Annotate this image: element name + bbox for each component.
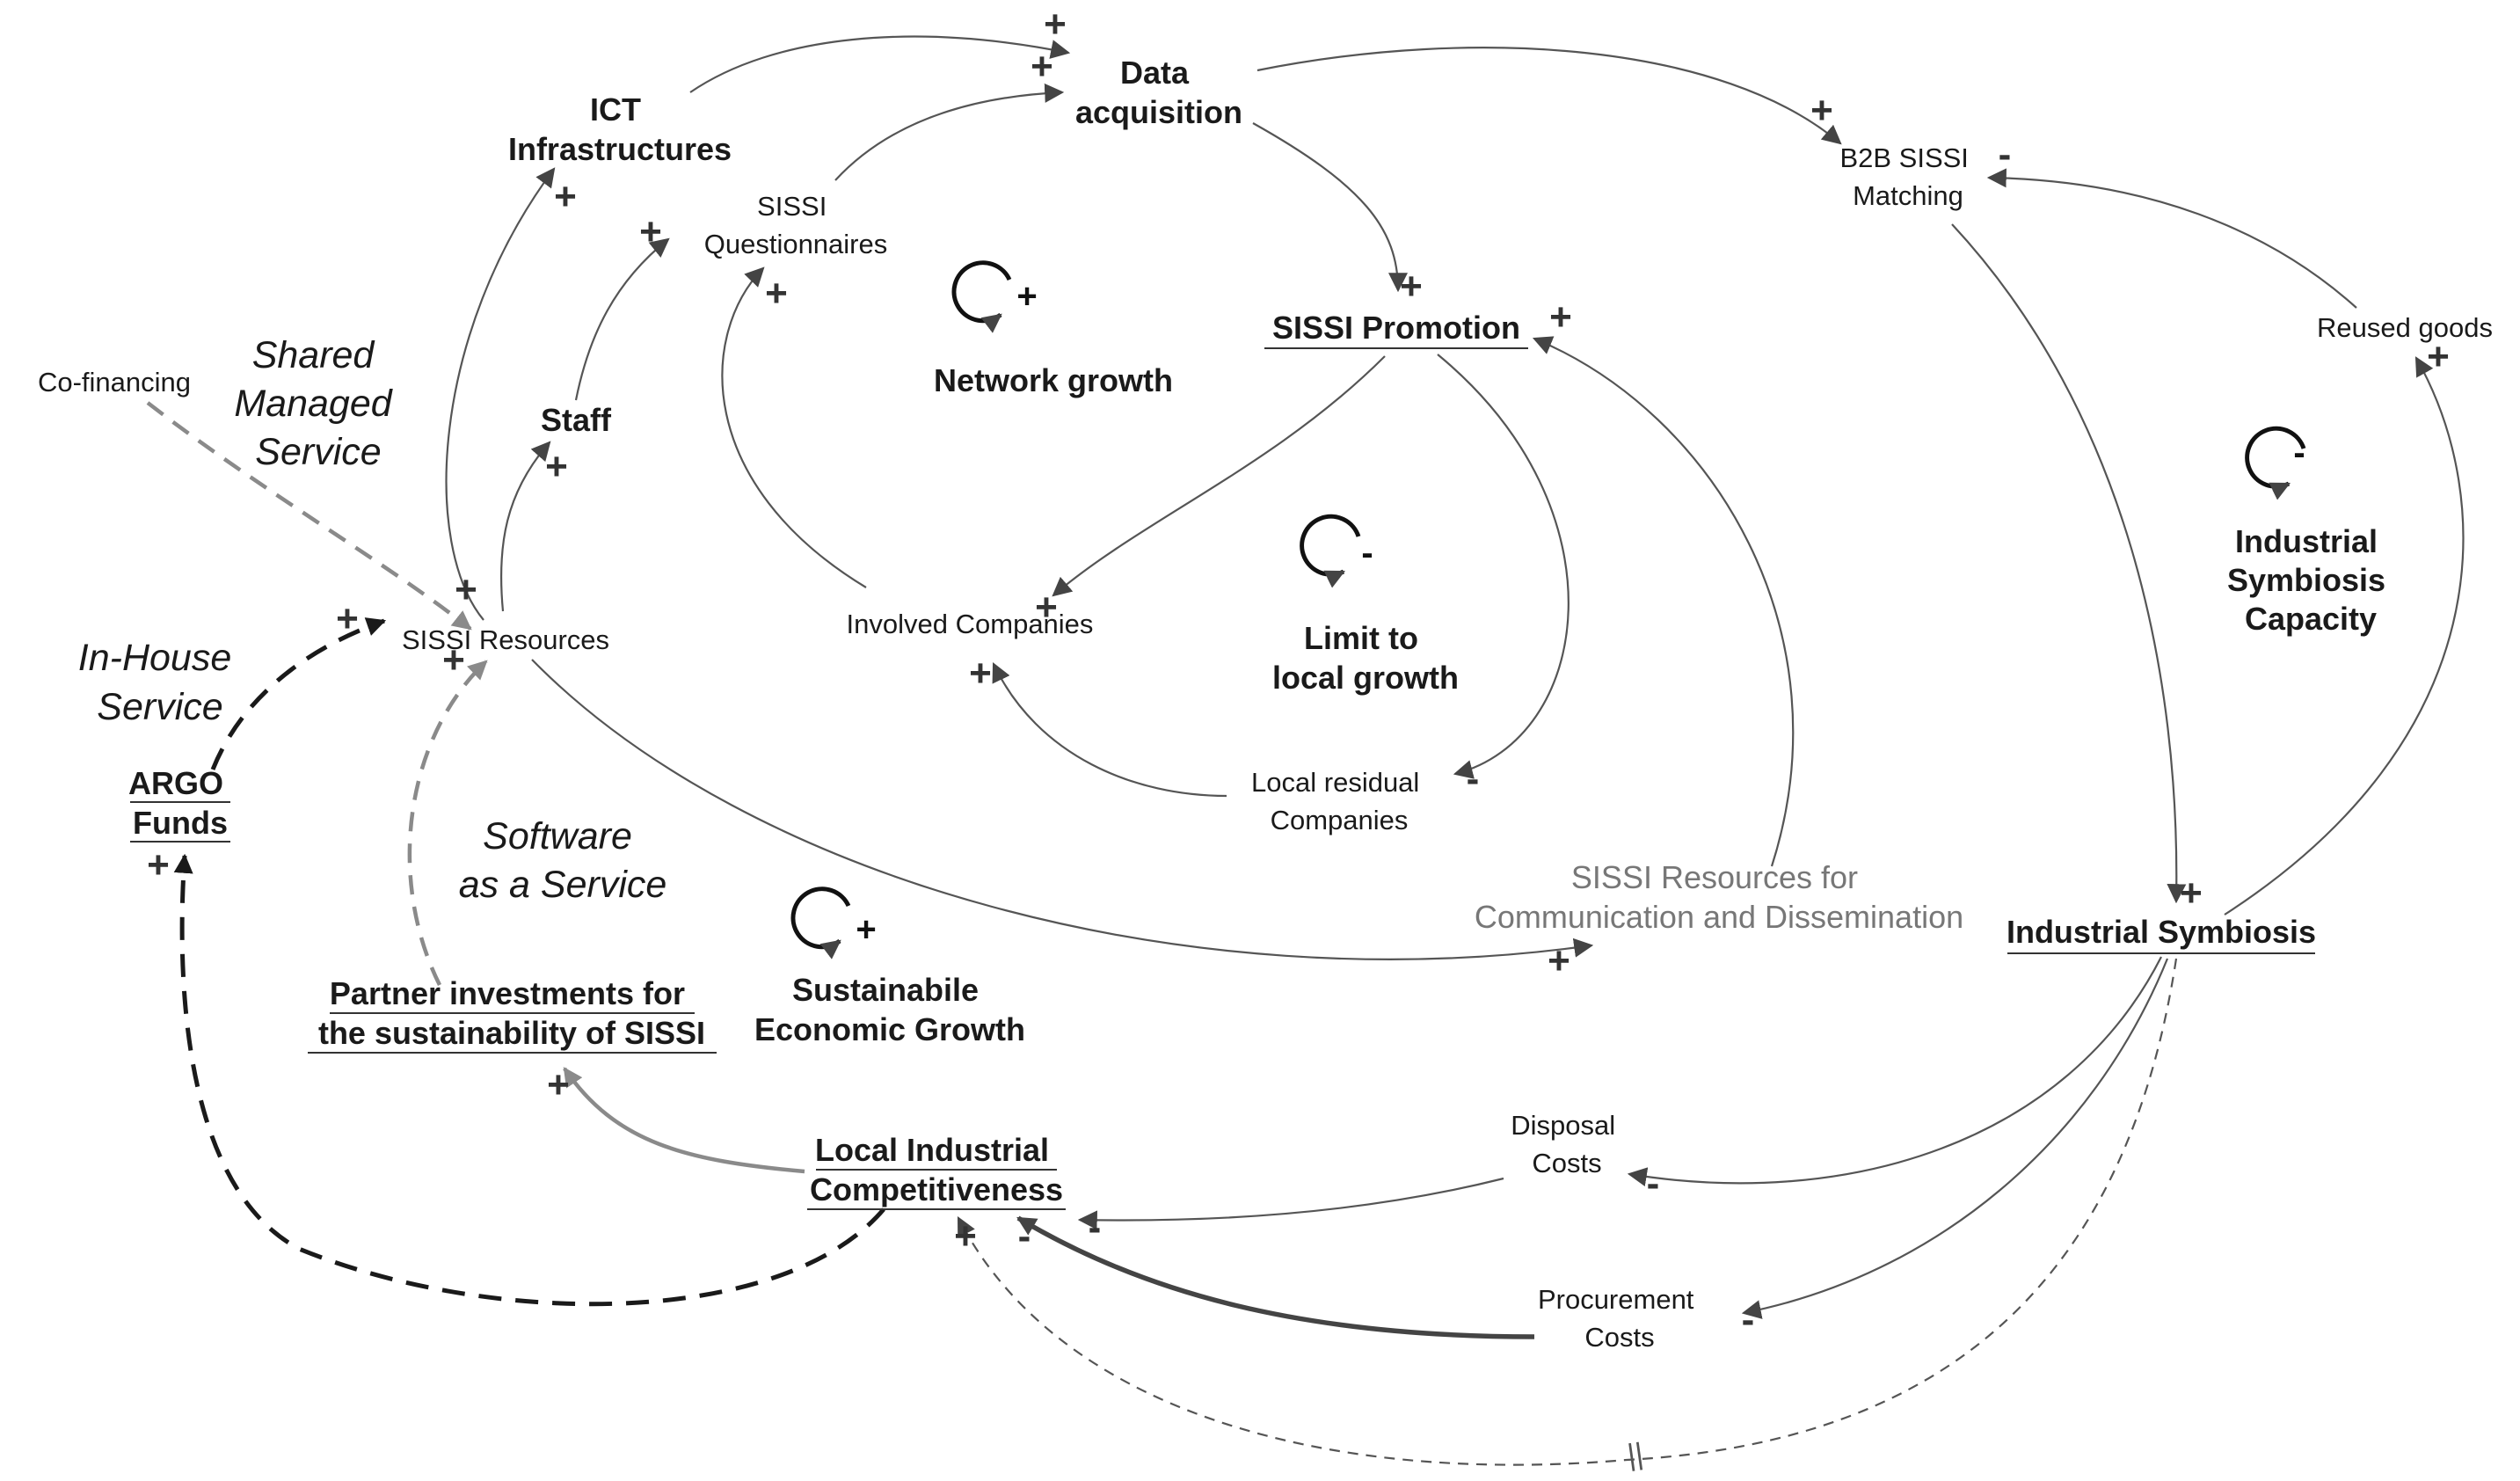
link-partner-investments-to-resources: [407, 660, 488, 987]
node-data-acquisition: Data acquisition: [1075, 55, 1242, 130]
node-sissi-resources-communication: SISSI Resources for Communication and Di…: [1475, 859, 1963, 935]
loop-network-growth-label: Network growth: [934, 362, 1173, 398]
sign-reused-b2b: -: [1999, 133, 2012, 176]
sign-ict-data: +: [1044, 3, 1067, 46]
node-partner-investments: Partner investments for the sustainabili…: [318, 975, 705, 1051]
node-b2b-sissi-matching: B2B SISSI Matching: [1839, 142, 1976, 211]
link-industrial-symbiosis-to-reused: [2224, 356, 2465, 916]
node-co-financing: Co-financing: [38, 367, 191, 398]
sign-resources-comm: +: [1548, 939, 1570, 982]
sign-industrial-procurement: -: [1742, 1298, 1755, 1341]
node-local-residual-companies: Local residual Companies: [1251, 767, 1427, 835]
service-labels: Shared Managed Service In-House Service …: [78, 334, 667, 906]
sign-promotion-involved: +: [1035, 586, 1058, 629]
link-comm-to-promotion: [1532, 336, 1795, 867]
link-disposal-to-competitiveness: [1077, 1177, 1504, 1230]
link-resources-to-staff: [499, 441, 551, 612]
loop-industrial-symbiosis-capacity-symbol: -: [2293, 434, 2305, 472]
loop-sustainable-growth-arrow-icon: [790, 886, 851, 959]
loop-industrial-symbiosis-capacity-label: Industrial Symbiosis Capacity: [2227, 523, 2394, 637]
links: [146, 35, 2465, 1466]
link-reused-to-b2b: [1986, 168, 2357, 309]
sign-staff-questionnaires: +: [639, 210, 662, 253]
link-resources-to-comm: [531, 659, 1594, 960]
link-b2b-to-industrial-symbiosis: [1951, 223, 2187, 904]
label-in-house-service: In-House Service: [78, 637, 242, 728]
link-industrial-symbiosis-to-competitiveness-delayed: [957, 958, 2178, 1466]
loop-network-growth-symbol: +: [1016, 277, 1037, 316]
link-industrial-symbiosis-to-procurement: [1741, 958, 2169, 1319]
link-questionnaires-to-data-acquisition: [834, 83, 1065, 181]
loop-sustainable-growth: + Sustainabile Economic Growth: [754, 886, 1025, 1047]
sign-ict-resources: +: [554, 175, 577, 218]
link-competitiveness-to-partner-investments: [563, 1067, 805, 1174]
node-disposal-costs: Disposal Costs: [1511, 1110, 1623, 1178]
sign-involved-questionnaires: +: [765, 272, 788, 315]
node-reused-goods: Reused goods: [2317, 312, 2493, 343]
loop-network-growth-arrow-icon: [951, 260, 1012, 333]
sign-residual-involved: +: [969, 652, 992, 695]
sign-argo-competitiveness: +: [147, 843, 170, 886]
link-promotion-to-involved: [1052, 355, 1386, 597]
sign-competitiveness-partner: +: [547, 1063, 570, 1106]
node-staff: Staff: [541, 402, 612, 438]
loop-limit-local-growth-symbol: -: [1361, 534, 1373, 573]
link-procurement-to-competitiveness: [1016, 1215, 1535, 1339]
link-resources-to-ict: [445, 167, 556, 621]
node-sissi-promotion: SISSI Promotion: [1272, 310, 1520, 346]
sign-delayed-competitiveness: +: [954, 1215, 977, 1258]
sign-industrial-reused: +: [2427, 335, 2450, 378]
link-ict-to-data-acquisition: [689, 35, 1071, 93]
node-sissi-questionnaires: SISSI Questionnaires: [704, 191, 888, 259]
link-argo-to-resources: [210, 617, 387, 770]
sign-data-b2b: +: [1810, 89, 1833, 132]
loop-network-growth: + Network growth: [934, 260, 1173, 398]
sign-promotion-residual: -: [1467, 757, 1480, 800]
sign-comm-promotion: +: [1549, 295, 1572, 339]
link-staff-to-questionnaires: [574, 237, 670, 401]
node-involved-companies: Involved Companies: [847, 609, 1094, 639]
sign-procurement-competitiveness: -: [1018, 1215, 1031, 1258]
sign-data-promotion: +: [1400, 265, 1423, 308]
link-industrial-symbiosis-to-disposal: [1627, 956, 2162, 1187]
sign-questionnaires-data: +: [1031, 45, 1053, 88]
link-involved-to-questionnaires: [721, 266, 867, 588]
sign-partner-resources: +: [442, 638, 465, 682]
loop-industrial-symbiosis-capacity-arrow-icon: [2245, 426, 2306, 500]
sign-argo-resources: +: [336, 597, 359, 640]
loop-limit-local-growth-label: Limit to local growth: [1272, 620, 1459, 696]
node-local-industrial-competitiveness: Local Industrial Competitiveness: [810, 1132, 1063, 1207]
sign-disposal-competitiveness: -: [1089, 1206, 1102, 1249]
loop-sustainable-growth-symbol: +: [856, 910, 876, 949]
loop-industrial-symbiosis-capacity: - Industrial Symbiosis Capacity: [2227, 426, 2394, 637]
link-promotion-to-residual: [1437, 354, 1570, 779]
link-co-financing-to-resources: [146, 401, 472, 631]
loop-limit-local-growth-arrow-icon: [1300, 514, 1361, 588]
link-residual-to-involved: [992, 662, 1227, 798]
nodes: Data acquisition ICT Infrastructures SIS…: [38, 55, 2493, 1353]
label-shared-managed-service: Shared Managed Service: [234, 334, 402, 473]
link-data-acquisition-to-promotion: [1252, 122, 1408, 293]
link-data-acquisition-to-b2b: [1256, 47, 1842, 145]
node-procurement-costs: Procurement Costs: [1538, 1284, 1701, 1353]
node-ict-infrastructures: ICT Infrastructures: [508, 91, 732, 167]
sign-b2b-industrial: +: [2180, 872, 2203, 915]
polarity-signs: + + + + + + - + + + + + + + + + - + + + …: [147, 3, 2450, 1341]
loop-markers: + Network growth - Limit to local growth…: [754, 260, 2394, 1047]
label-software-as-a-service: Software as a Service: [459, 815, 667, 906]
loop-sustainable-growth-label: Sustainabile Economic Growth: [754, 972, 1025, 1047]
link-competitiveness-to-argo: [173, 853, 885, 1307]
loop-limit-local-growth: - Limit to local growth: [1272, 514, 1459, 696]
sign-cofinancing-resources: +: [455, 568, 477, 611]
sign-industrial-disposal: -: [1647, 1162, 1660, 1205]
node-industrial-symbiosis: Industrial Symbiosis: [2007, 914, 2316, 950]
sign-resources-staff: +: [545, 445, 568, 488]
node-argo-funds: ARGO Funds: [128, 765, 232, 841]
delay-mark: ||: [1625, 1437, 1645, 1472]
node-sissi-resources: SISSI Resources: [402, 624, 609, 655]
